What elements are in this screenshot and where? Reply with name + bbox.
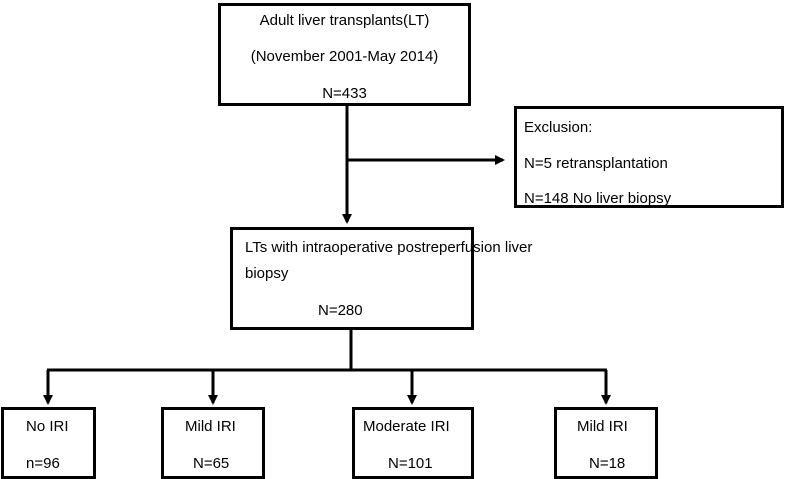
- middle-box-line1: LTs with intraoperative postreperfusion …: [245, 239, 533, 256]
- top-box-line2: (November 2001-May 2014): [250, 48, 439, 65]
- top-box-count: N=433: [322, 85, 367, 102]
- middle-box: LTs with intraoperative postreperfusion …: [230, 227, 532, 330]
- group-3-label: Moderate IRI: [363, 418, 450, 435]
- exclusion-item-1: N=5 retransplantation: [524, 155, 668, 172]
- top-box-line1: Adult liver transplants(LT): [259, 12, 430, 29]
- exclusion-box: Exclusion: N=5 retransplantation N=148 N…: [514, 106, 784, 208]
- group-2-label: Mild IRI: [185, 418, 236, 435]
- group-1-count: n=96: [26, 455, 60, 472]
- group-box-3: Moderate IRI N=101: [352, 407, 474, 479]
- group-box-2: Mild IRI N=65: [161, 407, 265, 479]
- group-2-count: N=65: [193, 455, 230, 472]
- exclusion-item-2: N=148 No liver biopsy: [524, 190, 672, 207]
- exclusion-title: Exclusion:: [524, 119, 593, 136]
- group-3-count: N=101: [388, 455, 433, 472]
- group-1-label: No IRI: [26, 418, 69, 435]
- group-4-count: N=18: [589, 455, 626, 472]
- top-box: [218, 3, 471, 106]
- group-4-label: Mild IRI: [577, 418, 628, 435]
- group-box-1: No IRI n=96: [1, 407, 96, 479]
- group-box-4: Mild IRI N=18: [554, 407, 658, 479]
- middle-box-line2: biopsy: [245, 265, 289, 282]
- middle-box-count: N=280: [318, 302, 363, 319]
